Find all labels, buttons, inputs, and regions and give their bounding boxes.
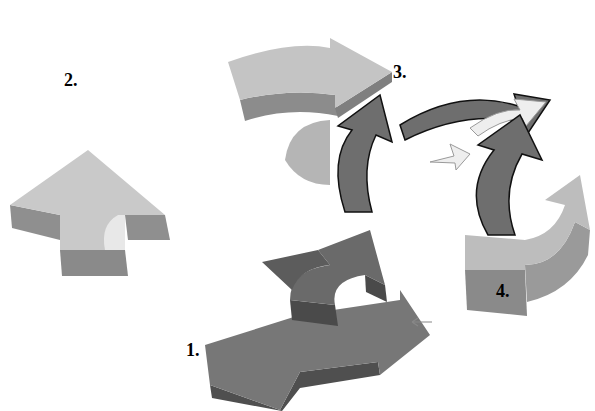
pointer-mark [412,318,432,326]
arrow-white [430,144,470,170]
arrow-dark [205,230,430,411]
callout-number: 3. [393,62,407,83]
arrow-outline [338,95,392,212]
callout-number: 1. [186,340,200,361]
callout-number: 4. [496,281,510,302]
callout-number: 2. [64,70,78,91]
arrow-outline [476,115,542,235]
arrow-up-light [10,150,170,276]
